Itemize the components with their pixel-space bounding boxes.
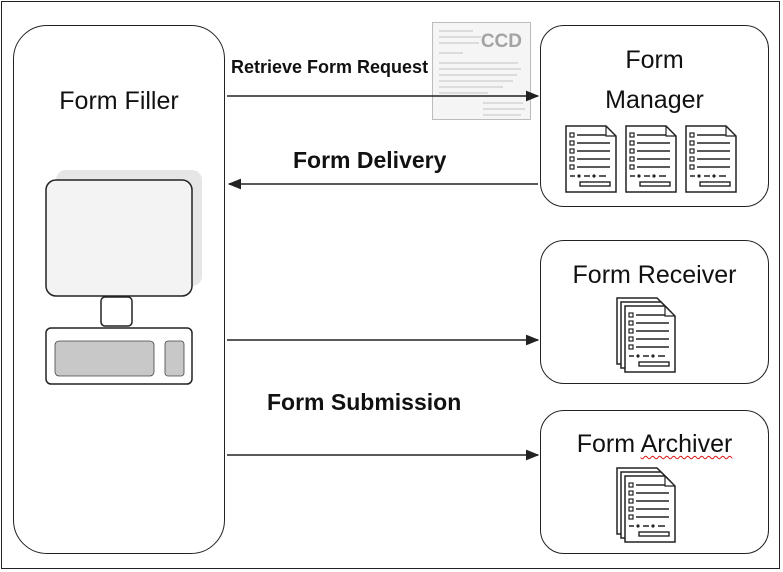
form-archiver-title-word: Archiver: [640, 430, 733, 458]
monitor-screen: [45, 179, 193, 297]
manager-form-icon-1: [565, 125, 617, 193]
ccd-document-lines: [439, 30, 525, 116]
manager-form-icon-2: [625, 125, 677, 193]
delivery-label: Form Delivery: [293, 147, 447, 173]
form-filler-title: Form Filler: [59, 87, 179, 115]
keyboard-pad: [164, 340, 185, 377]
keyboard-keys: [54, 340, 155, 377]
form-archiver-title-prefix: Form: [576, 430, 641, 458]
form-receiver-title: Form Receiver: [572, 261, 737, 289]
form-archiver-title: Form Archiver: [541, 432, 768, 457]
archiver-form-stack-icon: [616, 467, 676, 543]
receiver-form-stack-icon: [616, 297, 676, 373]
monitor-stand: [100, 296, 133, 327]
form-manager-title-line1: Form: [625, 46, 684, 74]
manager-form-icon-3: [685, 125, 737, 193]
submission-label: Form Submission: [267, 389, 462, 415]
ccd-document: CCD: [432, 22, 531, 120]
retrieve-label: Retrieve Form Request: [231, 57, 429, 77]
form-manager-title-line2: Manager: [605, 86, 704, 114]
ccd-label: CCD: [480, 31, 522, 52]
